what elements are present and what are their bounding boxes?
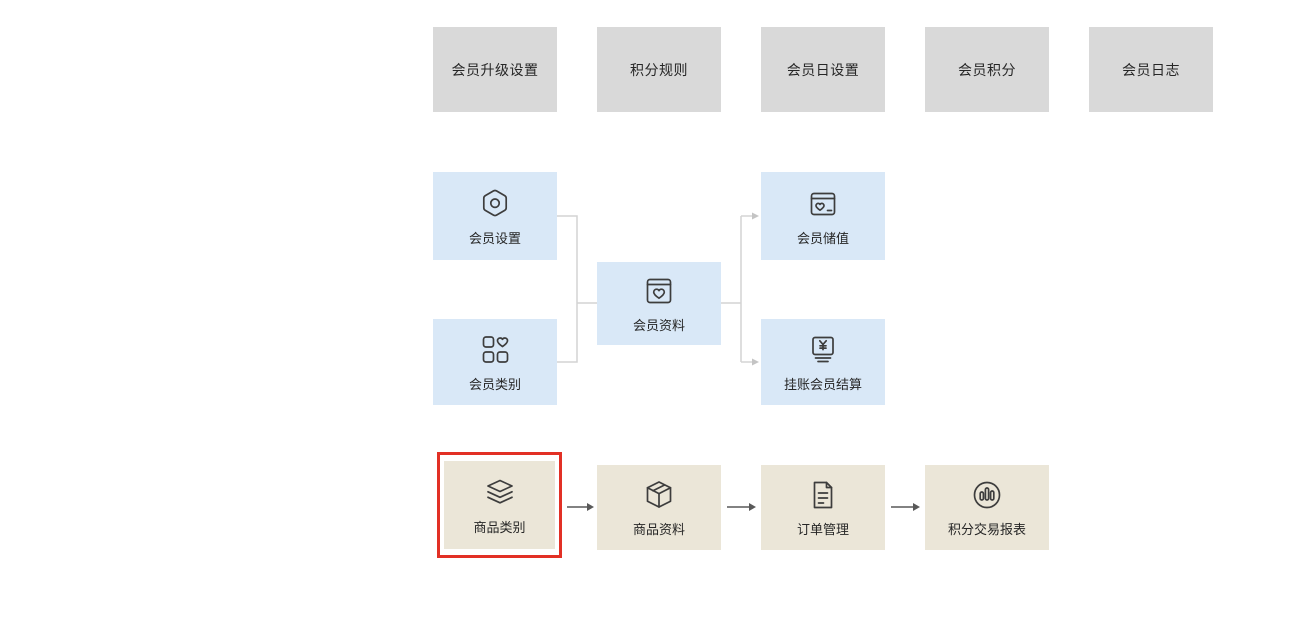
button-member-logs[interactable]: 会员日志 [1089, 27, 1213, 112]
highlight-frame: 商品类别 [437, 452, 562, 558]
button-member-day-settings[interactable]: 会员日设置 [761, 27, 885, 112]
tile-member-stored-value[interactable]: 会员储值 [761, 172, 885, 260]
tile-label: 会员储值 [796, 230, 849, 246]
tile-order-management[interactable]: 订单管理 [761, 465, 885, 550]
document-icon [813, 481, 833, 509]
button-member-upgrade-settings[interactable]: 会员升级设置 [433, 27, 557, 112]
yuan-card-icon [812, 336, 834, 362]
tile-label: 挂账会员结算 [783, 376, 862, 392]
window-heart-icon [810, 192, 836, 215]
bar-chart-circle-icon [973, 481, 1001, 509]
tile-label: 会员资料 [632, 318, 685, 333]
tile-points-transaction-report[interactable]: 积分交易报表 [925, 465, 1049, 550]
tile-label: 商品资料 [632, 522, 685, 537]
tile-label: 会员设置 [468, 230, 521, 246]
tile-product-profile[interactable]: 商品资料 [597, 465, 721, 550]
cube-icon [646, 481, 672, 508]
tile-label: 积分交易报表 [947, 522, 1026, 537]
hexagon-nut-icon [482, 189, 508, 216]
tile-member-settings[interactable]: 会员设置 [433, 172, 557, 260]
tile-credit-member-settlement[interactable]: 挂账会员结算 [761, 319, 885, 405]
tile-member-category[interactable]: 会员类别 [433, 319, 557, 405]
category-heart-icon [482, 335, 509, 363]
tile-member-profile[interactable]: 会员资料 [597, 262, 721, 345]
tile-label: 订单管理 [796, 522, 849, 537]
button-points-rules[interactable]: 积分规则 [597, 27, 721, 112]
button-member-points[interactable]: 会员积分 [925, 27, 1049, 112]
tile-label: 会员类别 [468, 376, 521, 392]
card-heart-icon [646, 278, 672, 304]
tile-product-category[interactable]: 商品类别 [444, 461, 555, 549]
tile-label: 商品类别 [473, 519, 526, 535]
layers-icon [486, 479, 513, 504]
